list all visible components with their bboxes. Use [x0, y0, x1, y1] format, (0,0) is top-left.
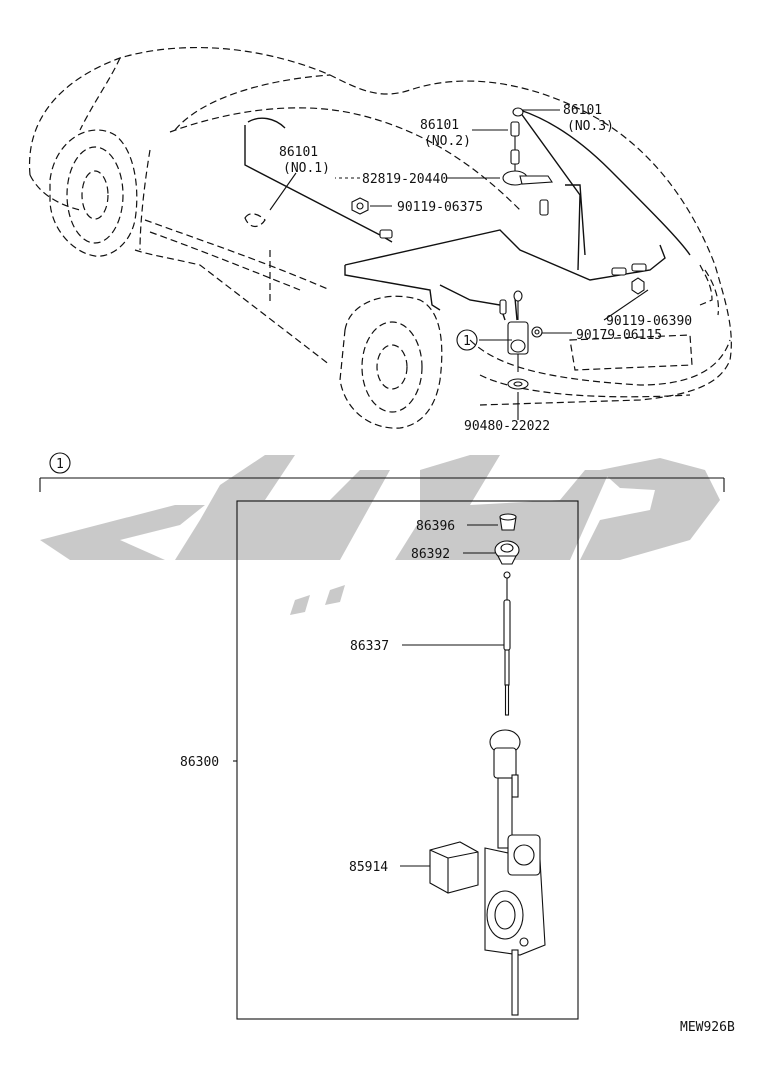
antenna-cable-routing — [244, 109, 691, 321]
callout-rod-no1: 86101 (NO.1) — [279, 145, 330, 176]
part-number-90119-06375: 90119-06375 — [397, 200, 483, 215]
callout-rod-no2: 86101 (NO.2) — [420, 118, 471, 149]
part-number-86101-no3: 86101 — [563, 103, 602, 118]
part-number-85914: 85914 — [349, 860, 388, 875]
part-number-82819-20440: 82819-20440 — [362, 172, 448, 187]
part-number-86300: 86300 — [180, 755, 219, 770]
part-sub-no2: (NO.2) — [424, 134, 471, 149]
callout-leaders-top — [269, 109, 649, 420]
callout-rod-no3: 86101 (NO.3) — [563, 103, 614, 134]
part-number-86101-no2: 86101 — [420, 118, 459, 133]
reference-number-detail: 1 — [56, 457, 64, 472]
figure-code: MEW926B — [680, 1020, 735, 1035]
assembly-detail-box — [236, 500, 579, 1020]
part-sub-no1: (NO.1) — [283, 161, 330, 176]
part-number-86337: 86337 — [350, 639, 389, 654]
reference-number-top: 1 — [463, 334, 471, 349]
part-number-86392: 86392 — [411, 547, 450, 562]
reference-marker-top: 1 — [456, 329, 478, 351]
part-number-90119-06390: 90119-06390 — [606, 314, 692, 329]
detail-bracket: 1 — [39, 452, 725, 492]
part-sub-no3: (NO.3) — [567, 119, 614, 134]
part-number-86396: 86396 — [416, 519, 455, 534]
part-number-90480-22022: 90480-22022 — [464, 419, 550, 434]
part-number-86101-no1: 86101 — [279, 145, 318, 160]
callout-leaders-detail — [233, 524, 504, 867]
antenna-parts-illustration — [351, 107, 647, 390]
part-number-90179-06115: 90179-06115 — [576, 328, 662, 343]
car-body-outline — [28, 46, 732, 429]
detail-parts-illustration — [429, 513, 546, 1016]
watermark-logo — [40, 455, 720, 615]
